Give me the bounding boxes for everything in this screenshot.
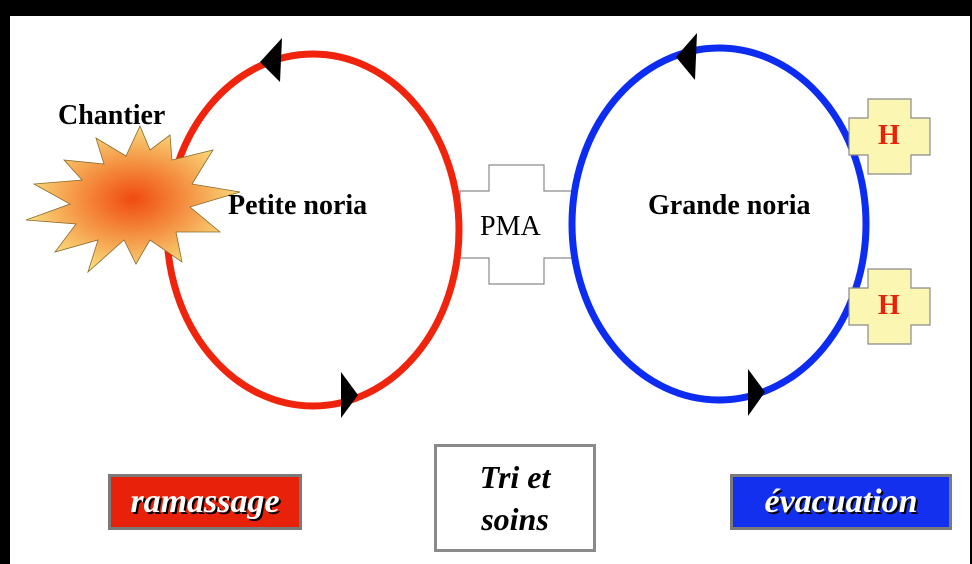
tri-label-line1: Tri et — [479, 459, 551, 495]
ramassage-label: ramassage — [130, 483, 280, 520]
evacuation-label: évacuation — [764, 483, 918, 520]
hospital-letter: H — [878, 120, 900, 151]
explosion-burst-icon — [25, 125, 241, 274]
tri-soins-box: Tri et soins — [434, 444, 596, 552]
ramassage-box: ramassage — [108, 474, 302, 530]
evacuation-box: évacuation — [730, 474, 952, 530]
arrow-left-icon — [676, 33, 697, 80]
hospital-cross-icon — [848, 268, 931, 345]
hospital-letter: H — [878, 290, 900, 321]
arrow-right-icon — [341, 372, 358, 418]
grande-noria-loop — [568, 44, 870, 404]
chantier-label: Chantier — [58, 100, 166, 131]
pma-cross-icon — [459, 164, 575, 285]
tri-label-line2: soins — [481, 501, 549, 537]
arrow-left-icon — [260, 38, 282, 82]
pma-label: PMA — [480, 211, 541, 242]
hospital-cross-icon — [848, 98, 931, 175]
arrow-right-icon — [748, 369, 765, 416]
petite-noria-label: Petite noria — [228, 190, 368, 221]
grande-noria-label: Grande noria — [648, 190, 811, 221]
